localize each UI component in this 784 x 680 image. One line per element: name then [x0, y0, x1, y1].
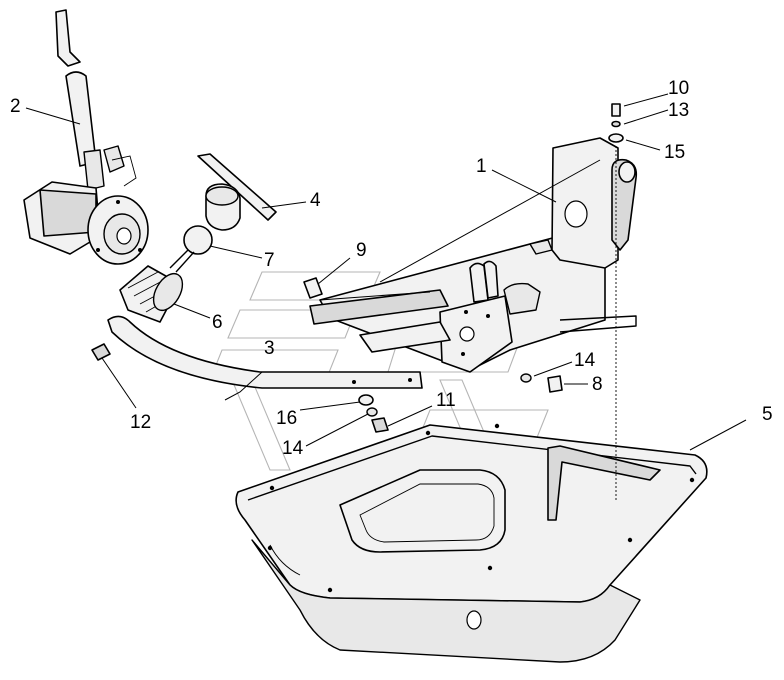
callout-2: 2: [10, 96, 21, 117]
callout-8: 8: [592, 374, 603, 395]
leader-lines: [25, 93, 747, 451]
part-8-bolt: [547, 375, 563, 393]
part-7-knob: [169, 225, 213, 273]
part-14-washer-right: [520, 373, 532, 383]
part-2-motor-assembly: [23, 9, 149, 265]
fasteners: [91, 103, 624, 500]
part-9-bolt: [303, 277, 323, 299]
callout-15: 15: [664, 142, 685, 163]
callout-7: 7: [264, 250, 275, 271]
callout-10: 10: [668, 78, 689, 99]
part-1-bracket: [309, 137, 638, 373]
callout-3: 3: [264, 338, 275, 359]
part-15-washer: [608, 133, 624, 143]
part-10-bolt: [611, 103, 621, 117]
callout-labels: 1 2 3 4 5 6 7 8 9 10 11 12 13 14 14 15 1…: [10, 78, 773, 459]
callout-1: 1: [476, 156, 487, 177]
callout-12: 12: [130, 412, 151, 433]
part-11-nut: [371, 417, 389, 433]
part-3-rod: [107, 315, 423, 389]
callout-9: 9: [356, 240, 367, 261]
part-14-washer-left: [366, 407, 378, 417]
part-13-washer: [611, 120, 621, 128]
part-4-plate: [197, 153, 277, 231]
callout-6: 6: [212, 312, 223, 333]
part-6-roller: [119, 265, 184, 323]
callout-11: 11: [436, 390, 456, 411]
callout-14-left: 14: [282, 438, 304, 459]
part-5-tray: [235, 423, 708, 663]
callout-5: 5: [762, 404, 773, 425]
callout-13: 13: [668, 100, 689, 121]
part-16-washer: [358, 394, 374, 406]
callout-14-right: 14: [574, 350, 596, 371]
part-12-cap: [91, 343, 111, 361]
callout-16: 16: [276, 408, 297, 429]
callout-4: 4: [310, 190, 321, 211]
